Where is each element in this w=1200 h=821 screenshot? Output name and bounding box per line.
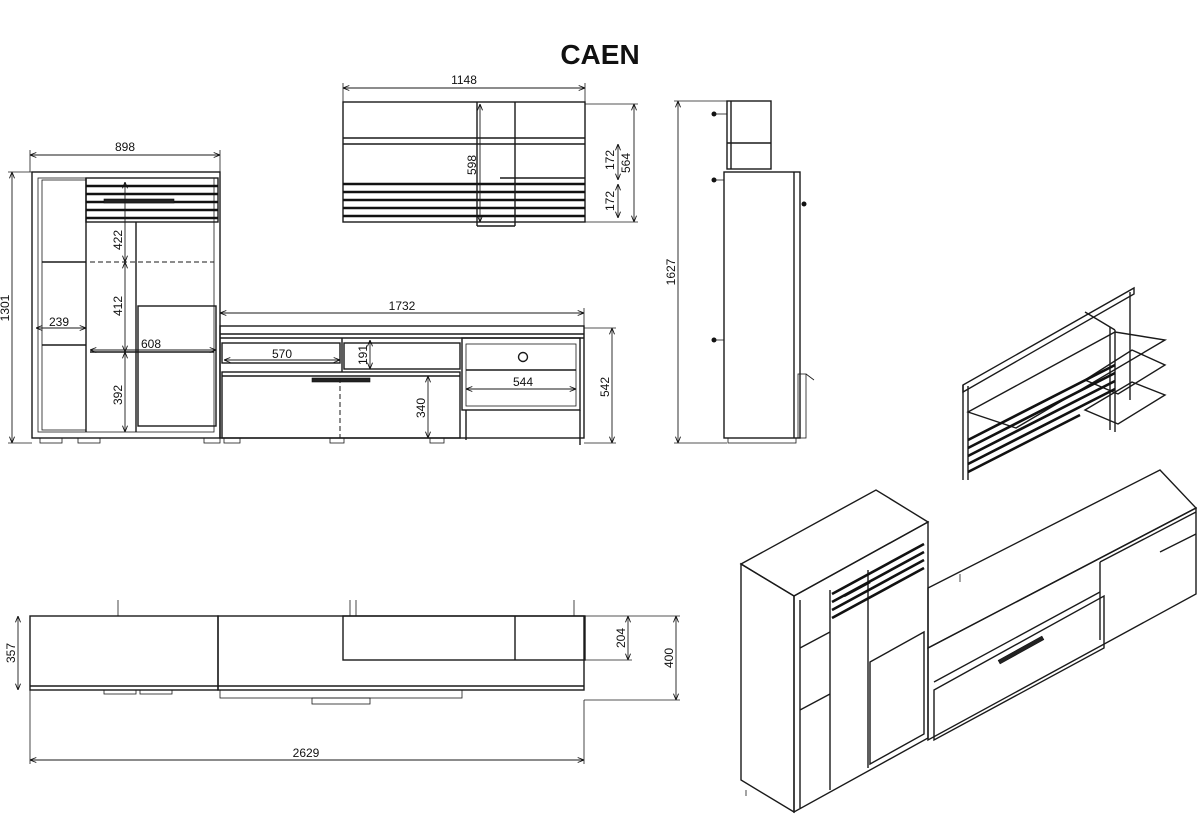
dim-tall-height xyxy=(8,171,32,444)
iso-wall-shelf xyxy=(962,286,1168,480)
dim-label-tv-width: 1732 xyxy=(389,299,416,313)
dim-label-wall-width: 1148 xyxy=(451,73,477,87)
dim-label-open-width: 544 xyxy=(513,375,533,389)
dim-wall-total xyxy=(585,103,638,223)
dim-label-tall-mid: 412 xyxy=(111,296,125,316)
front-tv-unit xyxy=(219,325,585,445)
dim-label-tv-height: 542 xyxy=(598,377,612,397)
dim-label-tv-depth: 400 xyxy=(662,648,676,668)
dim-label-tall-top: 422 xyxy=(111,230,125,250)
front-tall-cabinet xyxy=(31,171,221,444)
iso-full-set xyxy=(739,469,1198,814)
dim-wall-width xyxy=(342,83,586,102)
dim-label-door-width: 608 xyxy=(141,337,161,351)
dim-label-flap-height: 340 xyxy=(414,398,428,418)
dim-tall-width xyxy=(29,150,221,172)
dim-label-tall-width: 898 xyxy=(115,140,135,154)
dim-label-shelf-width: 239 xyxy=(49,315,69,329)
dim-side-height xyxy=(674,100,727,444)
dim-label-niche-height: 191 xyxy=(356,345,370,365)
dim-tv-height xyxy=(584,327,616,444)
front-wall-shelf xyxy=(342,101,586,227)
dim-label-wall-total: 564 xyxy=(619,153,633,173)
dim-label-side-height: 1627 xyxy=(664,258,678,285)
dim-label-wall-height: 598 xyxy=(465,155,479,175)
dim-tv-depth xyxy=(584,616,680,701)
dim-total-width xyxy=(29,690,585,764)
top-view xyxy=(29,600,586,705)
dim-label-top-depth: 357 xyxy=(4,643,18,663)
dim-label-tall-height: 1301 xyxy=(0,294,12,321)
dim-tv-width xyxy=(220,308,585,326)
dim-wall-depth xyxy=(585,615,680,661)
drawing-title: CAEN xyxy=(560,39,639,70)
dim-label-drawer-width: 570 xyxy=(272,347,292,361)
side-view xyxy=(711,100,815,444)
dim-label-wall-shelf-top: 172 xyxy=(603,150,617,170)
dim-label-wall-depth: 204 xyxy=(614,628,628,648)
dim-label-wall-shelf-bottom: 172 xyxy=(603,191,617,211)
dim-label-total-width: 2629 xyxy=(293,746,320,760)
slat-panel xyxy=(85,177,219,223)
dim-label-tall-low: 392 xyxy=(111,385,125,405)
